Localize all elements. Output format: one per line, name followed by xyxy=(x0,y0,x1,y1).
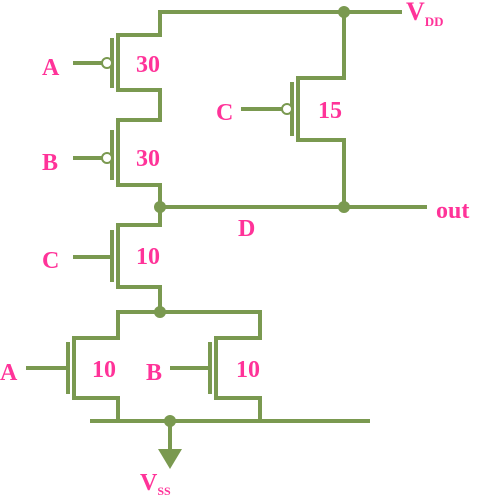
vss-label: VSS xyxy=(140,470,171,498)
pmos-b-transistor xyxy=(73,118,162,209)
vdd-rail-wire xyxy=(158,10,402,37)
pmos-a-inversion-bubble xyxy=(101,57,113,69)
pmos-a-channel xyxy=(116,33,162,122)
node-d-left-junction-dot xyxy=(154,201,166,213)
nmos-c-transistor xyxy=(73,205,162,314)
pmos-c-size-label: 15 xyxy=(318,98,342,124)
pmos-b-channel xyxy=(116,118,162,209)
nmos-b-size-label: 10 xyxy=(236,357,260,383)
vdd-junction-dot xyxy=(338,6,350,18)
nmos-a-transistor xyxy=(26,336,120,423)
pmos-c-inversion-bubble xyxy=(281,103,293,115)
nmos-c-input-label: C xyxy=(42,248,59,274)
nmos-a-size-label: 10 xyxy=(92,357,116,383)
nmos-parallel-top-bus xyxy=(116,310,262,340)
nmos-a-channel xyxy=(72,336,120,423)
pmos-a-size-label: 30 xyxy=(136,52,160,78)
pmos-b-input-label: B xyxy=(42,150,58,176)
output-label: out xyxy=(436,198,469,224)
nmos-b-input-label: B xyxy=(146,360,162,386)
nmos-b-channel xyxy=(214,336,262,423)
nmos-a-input-label: A xyxy=(0,360,18,386)
parallel-split-junction-dot xyxy=(154,306,166,318)
pmos-a-input-label: A xyxy=(42,55,60,81)
nmos-b-transistor xyxy=(170,336,262,423)
pmos-c-input-label: C xyxy=(216,100,233,126)
pmos-b-size-label: 30 xyxy=(136,146,160,172)
pmos-b-inversion-bubble xyxy=(101,152,113,164)
pmos-a-transistor xyxy=(73,33,162,122)
pmos-c-channel xyxy=(296,10,346,209)
vdd-label: VDD xyxy=(406,0,444,29)
node-d-right-junction-dot xyxy=(338,201,350,213)
nmos-c-size-label: 10 xyxy=(136,244,160,270)
node-d-label: D xyxy=(238,216,255,242)
nmos-c-channel xyxy=(116,205,162,314)
ground-arrow-icon xyxy=(158,449,182,469)
pmos-c-transistor xyxy=(241,10,346,209)
vss-junction-dot xyxy=(164,415,176,427)
